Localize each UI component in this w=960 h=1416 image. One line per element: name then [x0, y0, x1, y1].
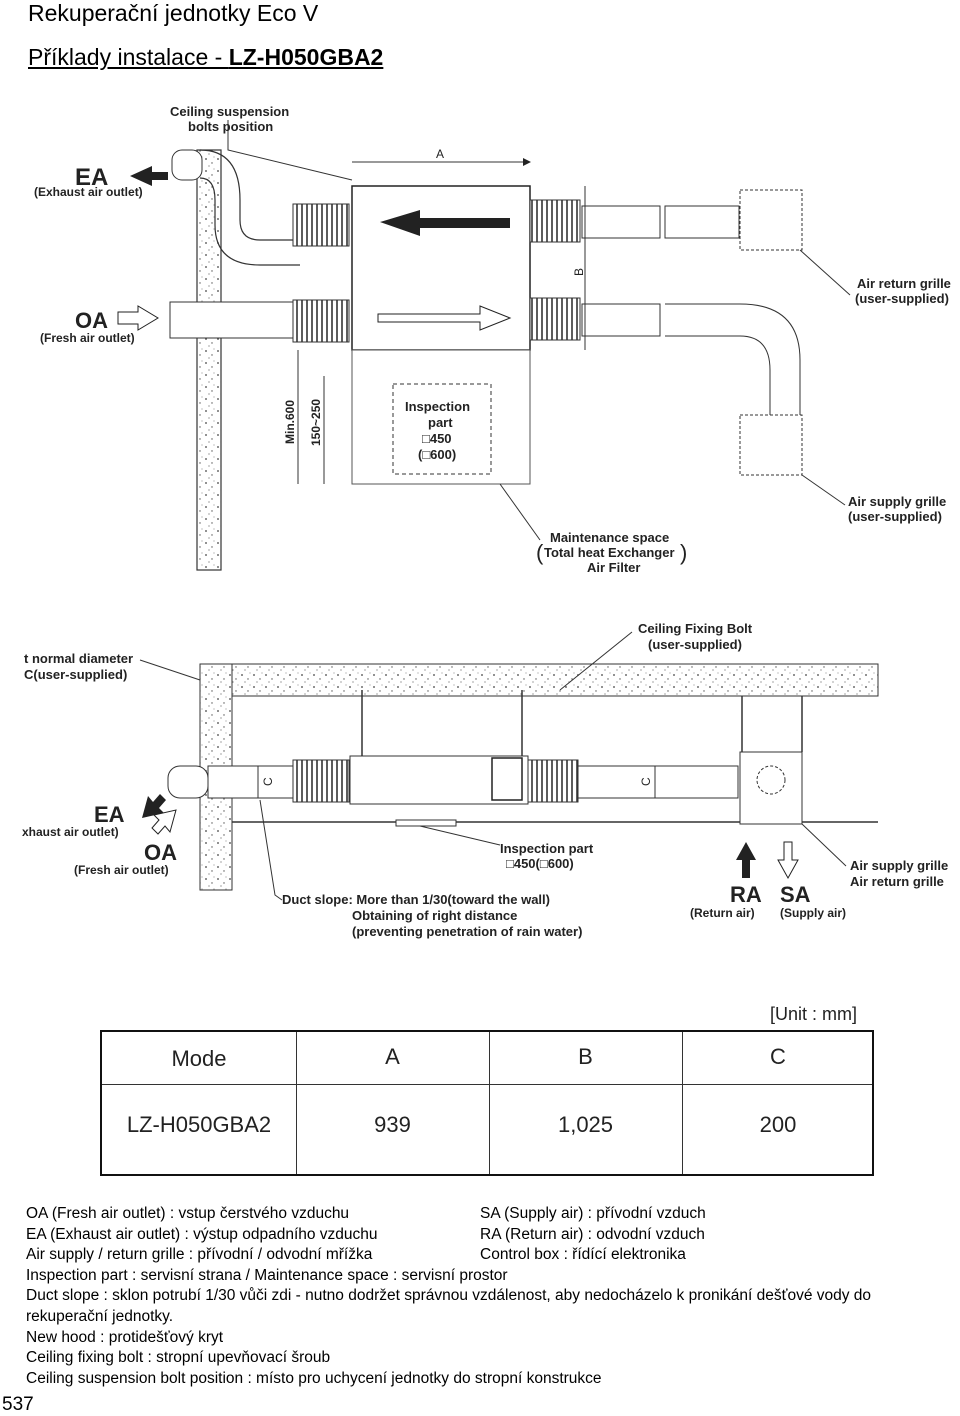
ea-side-label: EA: [94, 802, 125, 827]
legend-inspection: Inspection part : servisní strana / Main…: [26, 1266, 508, 1284]
legend-oa: OA (Fresh air outlet) : vstup čerstvého …: [26, 1205, 350, 1222]
oa-duct: [169, 301, 301, 339]
ea-label: EA: [75, 164, 108, 191]
ea-arrow-icon: [130, 166, 168, 186]
inspection-part-label: Inspection part: [500, 841, 594, 856]
dim-a-label: A: [436, 147, 444, 161]
legend-ceiling-fixing-bolt: Ceiling fixing bolt : stropní upevňovací…: [26, 1349, 331, 1367]
side-view: t normal diameter C(user-supplied) Ceili…: [22, 621, 948, 939]
ceiling-suspension-label: Ceiling suspension: [170, 104, 289, 119]
bolts-position-label: bolts position: [188, 119, 273, 134]
sa-arrow-icon: [777, 841, 799, 880]
svg-text:): ): [680, 540, 687, 565]
normal-diameter-label: t normal diameter: [24, 651, 133, 666]
table-header-a: A: [385, 1044, 400, 1069]
ra-arrow-icon: [736, 842, 756, 878]
subtitle-model: LZ-H050GBA2: [228, 44, 384, 70]
size600-label: (□600): [418, 447, 456, 462]
legend-ceiling-suspension: Ceiling suspension bolt position : místo…: [26, 1369, 602, 1387]
flex-duct-ea: [292, 203, 350, 247]
oa-arrow-side-icon: [151, 809, 177, 835]
part-label: part: [428, 415, 453, 430]
air-return-grille-box: [739, 189, 803, 251]
dimension-table: Mode A B C LZ-H050GBA2 939 1,025 200: [100, 1030, 874, 1176]
legend-sa: SA (Supply air) : přívodní vzduch: [480, 1205, 706, 1222]
ea-arrow-side-icon: [142, 794, 166, 818]
supply-arrow: [377, 305, 512, 331]
legend-grille: Air supply / return grille : přívodní / …: [26, 1246, 373, 1264]
ra-sub: (Return air): [690, 906, 755, 920]
legend-ra: RA (Return air) : odvodní vzduch: [480, 1225, 705, 1243]
installation-diagram: Ceiling suspension bolts position A B EA…: [22, 104, 951, 939]
sa-label: SA: [780, 882, 811, 907]
table-cell-b: 1,025: [557, 1112, 614, 1137]
ra-label: RA: [730, 882, 762, 907]
oa-side-sub: (Fresh air outlet): [74, 863, 169, 877]
page-number: 537: [2, 1394, 34, 1415]
wall-top: [196, 149, 222, 571]
air-supply-grille-sub: (user-supplied): [848, 509, 942, 524]
page-subtitle: Příklady instalace - LZ-H050GBA2: [28, 44, 383, 71]
total-heat-exchanger-label: Total heat Exchanger: [544, 545, 675, 560]
table-header-mode: Mode: [171, 1046, 227, 1071]
grille-box: [739, 751, 803, 825]
ceiling-slab: [199, 663, 879, 697]
air-supply-grille-box: [739, 414, 803, 476]
table-cell-a: 939: [374, 1112, 411, 1137]
air-supply-grille-label: Air supply grille: [848, 494, 946, 509]
exhaust-arrow: [380, 210, 510, 236]
ea-sub-label: (Exhaust air outlet): [34, 185, 143, 199]
range-label: 150~250: [309, 399, 323, 446]
air-return-grille-side: Air return grille: [850, 874, 944, 889]
sa-sub: (Supply air): [780, 906, 846, 920]
legend-new-hood: New hood : protidešťový kryt: [26, 1328, 224, 1346]
size450-label: □450: [422, 431, 452, 446]
inspection-part: [392, 383, 492, 475]
hood: [167, 765, 209, 799]
air-filter-label: Air Filter: [587, 560, 640, 575]
table-cell-model: LZ-H050GBA2: [126, 1112, 272, 1137]
unit-label: [Unit : mm]: [770, 1004, 858, 1024]
oa-side-label: OA: [144, 840, 177, 865]
legend-duct-slope: Duct slope : sklon potrubí 1/30 vůči zdi…: [26, 1287, 872, 1325]
ea-hood: [171, 149, 203, 181]
ceiling-fixing-bolt-sub: (user-supplied): [648, 637, 742, 652]
duct-slope-1: Duct slope: More than 1/30(toward the wa…: [282, 892, 550, 907]
unit-body: [351, 185, 531, 351]
ceiling-fixing-bolt-label: Ceiling Fixing Bolt: [638, 621, 753, 636]
inspection-size-label: □450(□600): [506, 856, 574, 871]
table-header-c: C: [770, 1044, 786, 1069]
ea-duct: [199, 149, 300, 241]
dim-c-right: C: [639, 777, 653, 786]
ea-side-sub: xhaust air outlet): [22, 825, 119, 839]
air-return-grille-label: Air return grille: [857, 276, 951, 291]
oa-arrow-icon: [117, 305, 159, 331]
svg-text:(: (: [536, 540, 544, 565]
duct-slope-3: (preventing penetration of rain water): [352, 924, 582, 939]
table-cell-c: 200: [759, 1112, 797, 1137]
legend-ea: EA (Exhaust air outlet) : výstup odpadní…: [26, 1225, 378, 1243]
air-return-grille-sub: (user-supplied): [855, 291, 949, 306]
maintenance-space-label: Maintenance space: [550, 530, 669, 545]
flex-duct-oa: [292, 299, 350, 343]
min600-label: Min.600: [283, 400, 297, 444]
top-view: Ceiling suspension bolts position A B EA…: [34, 104, 951, 575]
inspection-label: Inspection: [405, 399, 470, 414]
table-header-b: B: [578, 1044, 593, 1069]
legend: OA (Fresh air outlet) : vstup čerstvého …: [26, 1204, 926, 1389]
subtitle-prefix: Příklady instalace -: [28, 44, 229, 70]
page-title: Rekuperační jednotky Eco V: [28, 0, 319, 26]
legend-control-box: Control box : řídící elektronika: [480, 1246, 686, 1264]
oa-label: OA: [75, 308, 108, 333]
duct-slope-2: Obtaining of right distance: [352, 908, 517, 923]
dim-c-left: C: [261, 777, 275, 786]
user-supplied-c-label: C(user-supplied): [24, 667, 127, 682]
air-supply-grille-side: Air supply grille: [850, 858, 948, 873]
oa-sub-label: (Fresh air outlet): [40, 331, 135, 345]
dim-b-label: B: [572, 268, 586, 276]
